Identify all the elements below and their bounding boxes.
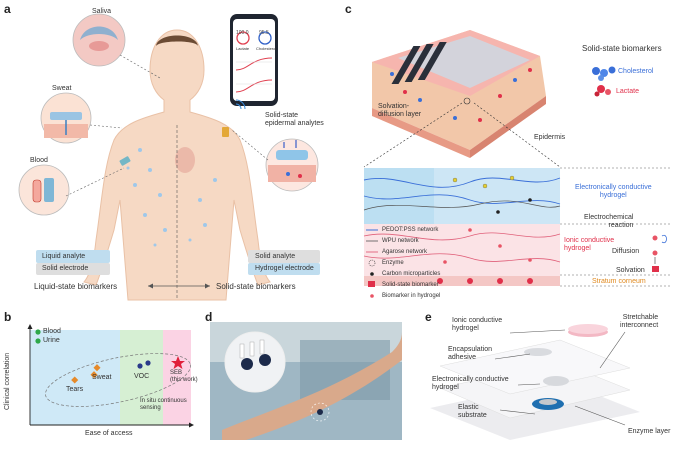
human-body-illustration	[83, 29, 271, 301]
b-ylabel: Clinical correlation	[4, 352, 11, 410]
c-solvation: Solvation	[616, 267, 645, 274]
c-ionic-conductive: Ionic conductive hydrogel	[564, 237, 615, 252]
panel-label-c: c	[345, 2, 352, 16]
legend-agarose: Agarose network	[382, 249, 428, 255]
blood-inset	[18, 164, 70, 216]
tears-point	[71, 376, 79, 384]
b-voc-label: VOC	[134, 373, 150, 380]
solid-state-biomarkers-label: Solid-state biomarkers	[216, 282, 296, 291]
c-epidermis-label: Epidermis	[534, 134, 566, 141]
solid-electrode-box	[36, 263, 110, 275]
wireless-icon	[235, 99, 246, 110]
legend-pedot: PEDOT:PSS network	[382, 227, 439, 233]
phone-cholesterol-label: Cholesterol	[256, 46, 277, 51]
panel-label-b: b	[4, 310, 12, 324]
e-enzyme-layer: Enzyme layer	[628, 428, 671, 435]
panel-label-e: e	[425, 310, 432, 324]
liquid-state-biomarkers-label: Liquid-state biomarkers	[34, 282, 118, 291]
device-layers	[430, 324, 640, 440]
sweat-label: Sweat	[52, 85, 72, 92]
c-lactate-label: Lactate	[616, 88, 639, 95]
legend-enzyme: Enzyme	[382, 260, 404, 266]
seb-star	[171, 356, 185, 369]
c-solid-state-biomarkers: Solid-state biomarkers	[582, 44, 662, 53]
b-seb-label: SEB (this work)	[170, 370, 198, 383]
saliva-inset	[72, 13, 126, 67]
c-solvation-diffusion-label: Solvation- diffusion layer	[378, 103, 422, 118]
c-electronically-conductive: Electronically conductive hydrogel	[575, 184, 652, 199]
lactate-icon	[594, 85, 611, 97]
phone-value-1: 100.0	[236, 30, 249, 36]
panel-label-d: d	[205, 310, 213, 324]
urine-point	[35, 338, 41, 344]
blood-patch	[119, 156, 131, 166]
blood-label: Blood	[30, 157, 48, 164]
legend-icons	[366, 229, 378, 298]
hydrogel-electrode-box	[248, 263, 320, 275]
hydrogel-electrode-label: Hydrogel electrode	[255, 265, 314, 272]
cross-section	[363, 168, 561, 286]
cholesterol-icon	[592, 66, 616, 81]
saliva-label: Saliva	[92, 8, 112, 15]
legend-carbon: Carbon microparticles	[382, 271, 441, 277]
e-electronically-conductive-hydrogel: Electronically conductive hydrogel	[432, 376, 509, 391]
liquid-analyte-label: Liquid analyte	[42, 253, 86, 260]
smartphone-illustration	[230, 14, 278, 106]
c-stratum-corneum: Stratum corneum	[592, 278, 646, 285]
arm-photo	[210, 322, 402, 440]
b-blood-label: Blood	[43, 328, 61, 335]
b-in-situ-label: In situ continuous sensing	[140, 398, 187, 411]
legend-hydrogel-biomarker: Biomarker in hydrogel	[382, 293, 441, 299]
legend-wpu: WPU network	[382, 238, 419, 244]
solid-analyte-label: Solid analyte	[255, 253, 296, 260]
b-urine-label: Urine	[43, 337, 60, 344]
skin-block-3d	[372, 30, 546, 158]
c-diffusion: Diffusion	[612, 248, 640, 255]
voc-point	[137, 363, 143, 369]
e-encapsulation-adhesive: Encapsulation adhesive	[448, 346, 492, 361]
b-tears-label: Tears	[66, 386, 84, 393]
c-electrochemical-reaction: Electrochemical reaction	[584, 214, 634, 229]
legend-solid-biomarker: Solid-state biomarker	[382, 282, 439, 288]
sweat-drops	[126, 148, 217, 247]
solid-electrode-label: Solid electrode	[42, 265, 89, 272]
e-elastic-substrate: Elastic substrate	[458, 404, 487, 419]
epidermal-patch	[222, 127, 229, 137]
c-cholesterol-label: Cholesterol	[618, 68, 654, 75]
solid-analyte-box	[248, 250, 320, 263]
sweat-inset	[40, 92, 92, 144]
phone-value-2: 95.5	[259, 30, 269, 36]
phone-lactate-label: Lactate	[236, 46, 250, 51]
surface-biomarkers	[390, 68, 532, 122]
liquid-analyte-box	[36, 250, 110, 263]
epidermal-analytes-label: Solid-state epidermal analytes	[265, 112, 324, 127]
epidermal-inset	[265, 138, 319, 192]
b-sweat-label: Sweat	[92, 374, 112, 381]
blood-point	[35, 329, 41, 335]
panel-label-a: a	[4, 2, 11, 16]
e-ionic-conductive-hydrogel: Ionic conductive hydrogel	[452, 317, 503, 332]
b-xlabel: Ease of access	[85, 430, 133, 437]
e-stretchable-interconnect: Stretchable interconnect	[620, 314, 659, 329]
